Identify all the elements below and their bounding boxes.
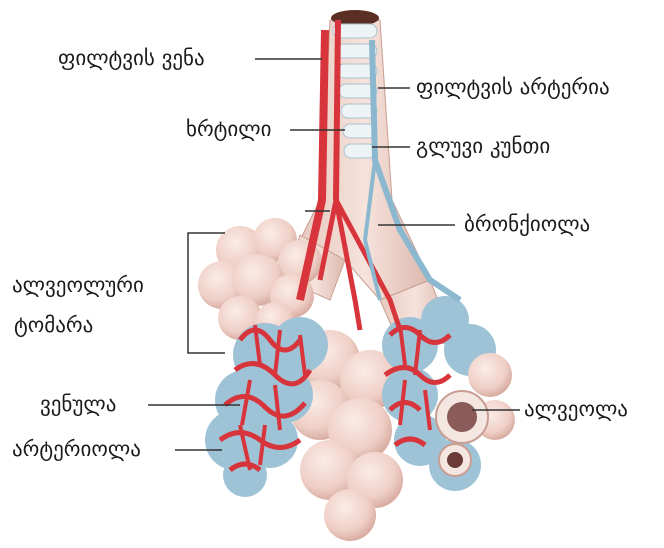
label-smooth-muscle: გლუვი კუნთი xyxy=(416,136,550,157)
label-arteriole: არტერიოლა xyxy=(12,439,141,460)
label-pulmonary-vein: ფილტვის ვენა xyxy=(58,48,205,69)
label-alveolus: ალვეოლა xyxy=(524,399,628,420)
label-bronchiole: ბრონქიოლა xyxy=(464,214,590,235)
label-venule: ვენულა xyxy=(40,394,116,415)
capillary-cluster-right xyxy=(382,296,515,491)
label-pulmonary-artery: ფილტვის არტერია xyxy=(416,77,610,98)
label-alveolar-sac-line2: ტომარა xyxy=(14,315,93,336)
label-alveolar-sac-line1: ალვეოლური xyxy=(12,275,144,296)
label-cartilage: ხრტილი xyxy=(186,119,272,140)
